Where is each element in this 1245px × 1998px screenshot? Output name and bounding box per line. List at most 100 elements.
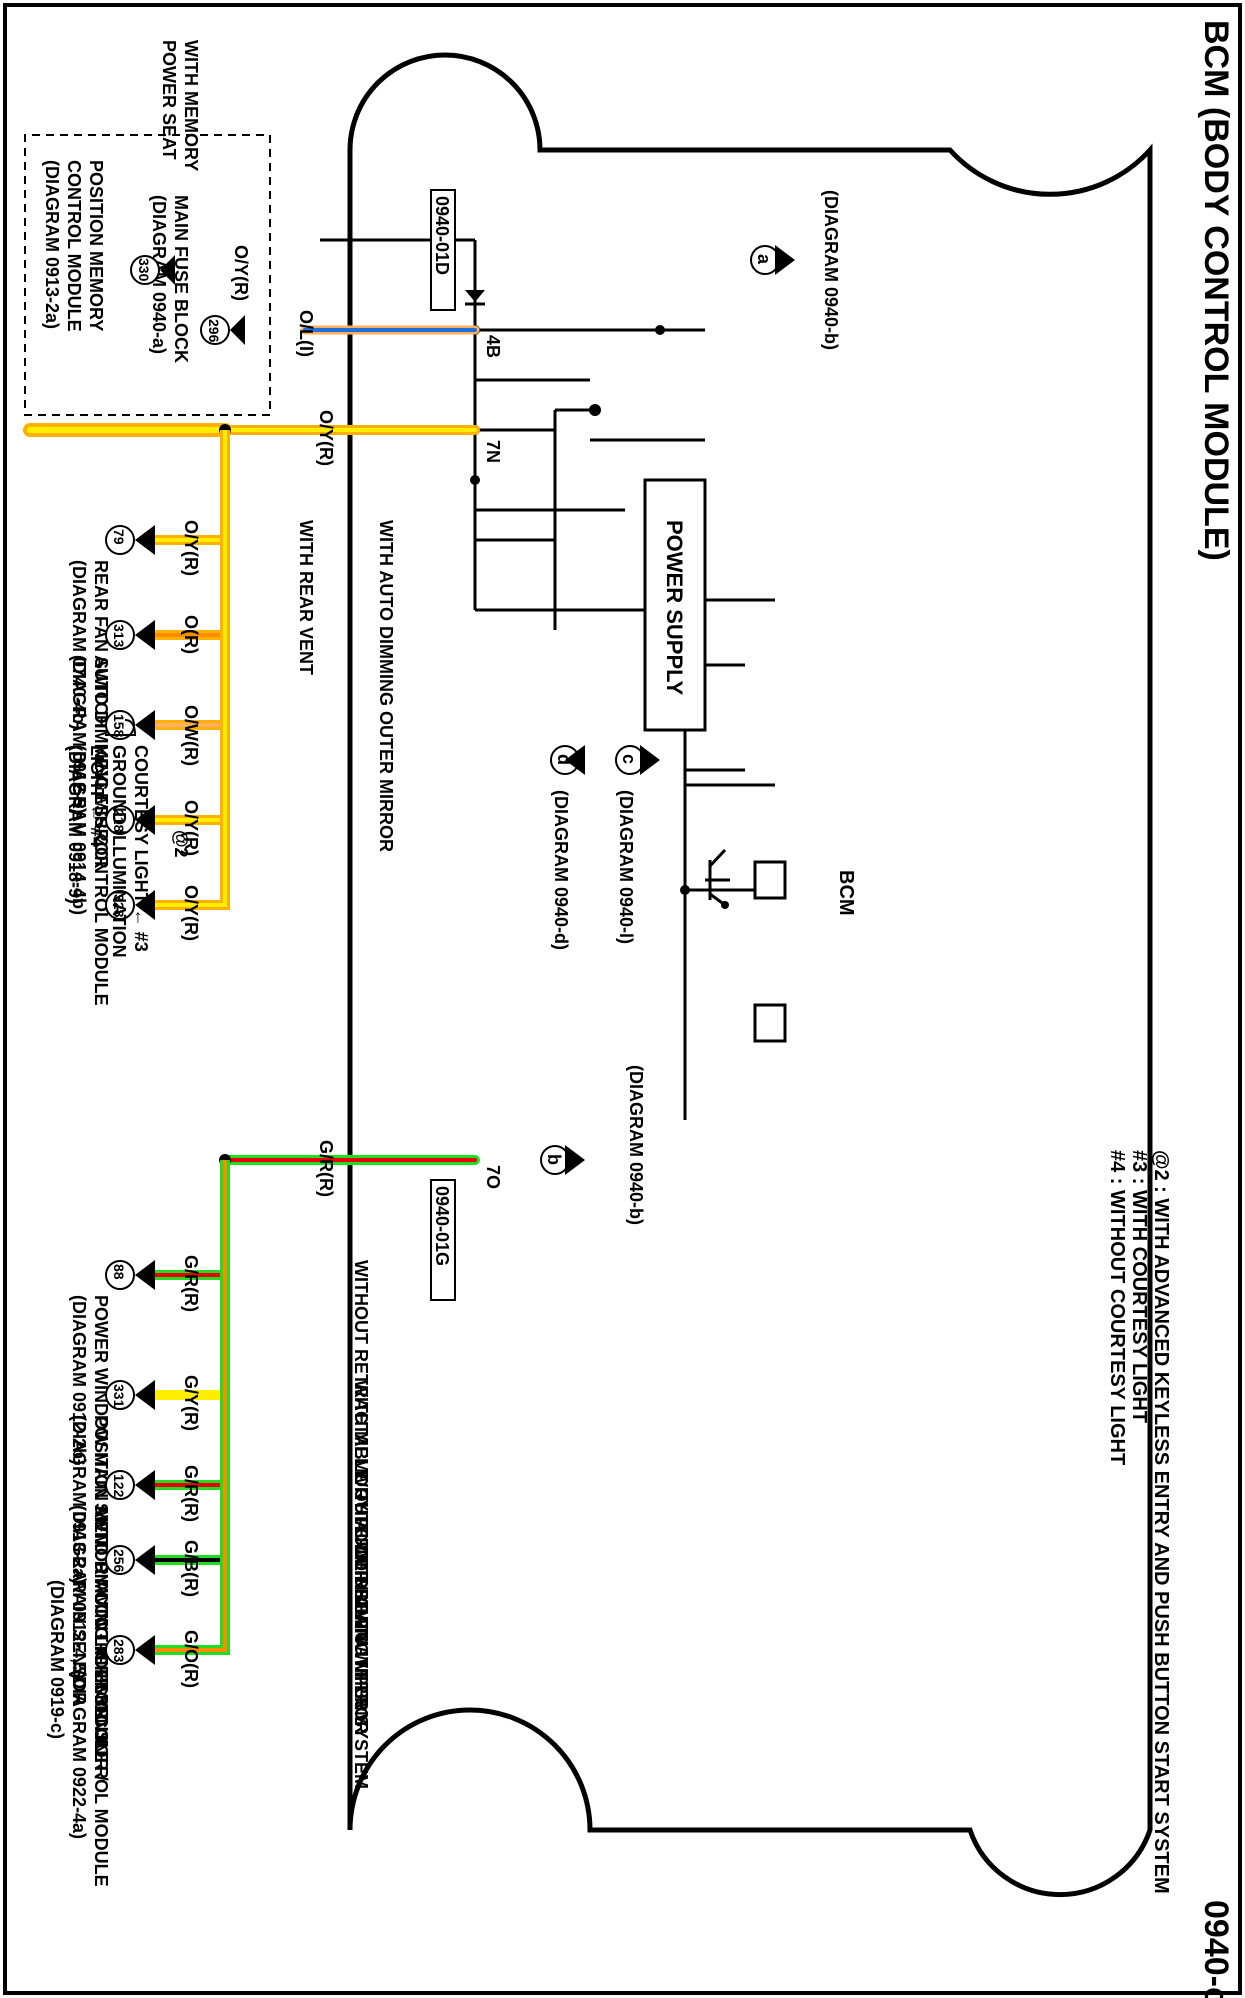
branch-wire-label: G/R(R) [181, 1255, 201, 1312]
svg-text:WITH MEMORY: WITH MEMORY [181, 40, 201, 171]
note-hash3: #3 : WITH COURTESY LIGHT [1128, 1150, 1150, 1423]
courtesy-bracket [105, 719, 137, 736]
ref-b-diagram: (DIAGRAM 0940-b) [626, 1065, 646, 1225]
branch-diagram: (DIAGRAM 0922-4a) [69, 1670, 89, 1839]
branch-condition: WITHOUT RETRACTABLE OUTER MIRROR [351, 1260, 371, 1629]
main-fuse-block: 296 MAIN FUSE BLOCK (DIAGRAM 0940-a) [149, 195, 245, 363]
wire-ol-label: O/L(I) [296, 310, 316, 357]
connector-left-label: 0940-01D [432, 196, 452, 275]
page-frame [3, 3, 1242, 1995]
pin-4b: 4B [483, 335, 503, 358]
courtesy-line2: GROUND ILLUMINATION [109, 745, 129, 958]
branch-diagram: (DIAGRAM 0740-4b) [69, 560, 89, 730]
right-branch-283: 283 G/O(R) BSM CONTROL MODULE(DIAGRAM 0922… [69, 1160, 371, 1887]
branch-connector-circle [105, 805, 135, 835]
branch-num: 158 [111, 714, 127, 738]
ref-d-arrow [565, 745, 585, 775]
branch-arrow [135, 1545, 155, 1575]
branch-condition: WITH BSM [351, 1635, 371, 1726]
branch-num: 283 [111, 1639, 127, 1663]
courtesy-line1: COURTESY LIGHT ← #3 [131, 745, 151, 952]
cond-auto-dim-outer: WITH AUTO DIMMING OUTER MIRROR [376, 520, 396, 852]
branch-name: REAR FAN SWITCH [91, 560, 111, 728]
bcm-internal-circuit [320, 238, 775, 1120]
ref-c-arrow [640, 745, 660, 775]
branch-arrow [135, 890, 155, 920]
courtesy-diagram: (DIAGRAM 0918-9) [65, 745, 85, 904]
branch-num: 256 [111, 1549, 127, 1573]
courtesy-line3: LIGHT ← #4 [87, 745, 107, 847]
wire-oyr-main-label: O/Y(R) [316, 410, 336, 466]
branch-condition: WITH AUTO WIPER SYSTEM [351, 1545, 371, 1789]
branch-num: 328 [111, 894, 127, 918]
pin-7o: 7O [483, 1165, 503, 1189]
branch-connector-circle [105, 1545, 135, 1575]
svg-text:MAIN FUSE BLOCK: MAIN FUSE BLOCK [171, 195, 191, 363]
branch-name: POWER WINDOW MAIN SWITCH [91, 1295, 111, 1574]
left-branch-328: 328 O/Y(R) [105, 430, 230, 941]
ref-d-letter: d [554, 754, 574, 765]
branch-connector-circle [105, 1470, 135, 1500]
ref-a-letter: a [754, 254, 774, 265]
branch-arrow [135, 1380, 155, 1410]
branch-arrow [135, 1260, 155, 1290]
branch-wire-label: O/Y(R) [181, 885, 201, 941]
branch-diagram: (DIAGRAM 0912-4,5) [69, 1505, 89, 1679]
branch-wire-label: G/R(R) [181, 1465, 201, 1522]
ref-b-letter: b [544, 1154, 564, 1165]
branch-wire-label: O(R) [181, 615, 201, 654]
branch-name-2: RAIN SENSOR [69, 1580, 89, 1705]
svg-text:POSITION MEMORY: POSITION MEMORY [86, 160, 106, 331]
branch-num: 313 [111, 624, 127, 648]
branch-name: BSM CONTROL MODULE [91, 1670, 111, 1887]
ref-a-arrow [775, 245, 795, 275]
transistor-icon [705, 848, 787, 1043]
branch-num: 331 [111, 1384, 127, 1408]
branch-arrow [135, 1635, 155, 1665]
note-hash4: #4 : WITHOUT COURTESY LIGHT [1106, 1150, 1128, 1465]
branch-condition: WITH AUTO DIMMING MIRROR [351, 1470, 371, 1734]
branch-num: 88 [111, 1264, 127, 1280]
page-code: 0940-c [1197, 1900, 1235, 1998]
branch-arrow [135, 525, 155, 555]
branch-name: AUTO LIGHT SENSOR / [91, 1580, 111, 1781]
diagram-title: BCM (BODY CONTROL MODULE) [1197, 20, 1235, 561]
ref-a-diagram: (DIAGRAM 0940-b) [821, 190, 841, 350]
branch-arrow [135, 1470, 155, 1500]
branch-wire-core [155, 430, 227, 907]
branch-connector-circle [105, 620, 135, 650]
branch-wire-label: O/Y(R) [181, 800, 201, 856]
branch-wire [155, 430, 230, 730]
svg-text:CONTROL MODULE: CONTROL MODULE [64, 160, 84, 332]
branch-wire-label: G/O(R) [181, 1630, 201, 1688]
ref-b-arrow [565, 1145, 585, 1175]
branch-arrow [135, 710, 155, 740]
svg-text:(DIAGRAM 0913-2a): (DIAGRAM 0913-2a) [42, 160, 62, 329]
branch-name: POSITION MEMORY CONTROL MODULE [91, 1415, 111, 1763]
bcm-outline [347, 52, 1153, 1898]
connector-right-label: 0940-01G [432, 1186, 452, 1266]
ref-d-diagram: (DIAGRAM 0940-d) [551, 790, 571, 950]
svg-text:296: 296 [206, 319, 222, 343]
branch-connector-circle [105, 890, 135, 920]
branch-arrow [135, 620, 155, 650]
diode-symbol [465, 290, 485, 302]
svg-text:O/Y(R): O/Y(R) [231, 245, 251, 301]
branch-diagram: (DIAGRAM 0914-4b) [69, 745, 89, 915]
branch-wire-core [155, 1160, 227, 1487]
branch-wire-core [155, 430, 227, 727]
bcm-label: BCM [835, 870, 857, 916]
branch-connector-circle [105, 1380, 135, 1410]
branch-num: 79 [111, 529, 127, 545]
branch-connector-circle [105, 1635, 135, 1665]
cond-at2: @2 [171, 830, 191, 858]
branch-num: 122 [111, 1474, 127, 1498]
branch-wire-label: G/Y(R) [181, 1375, 201, 1431]
svg-text:POWER SEAT: POWER SEAT [159, 40, 179, 160]
wire-grr-main-label: G/R(R) [316, 1140, 336, 1197]
branch-wire-core [155, 1160, 227, 1652]
branch-wire-label: O/Y(R) [181, 520, 201, 576]
pin-7n: 7N [483, 440, 503, 463]
ground-stub-icon [589, 404, 601, 416]
